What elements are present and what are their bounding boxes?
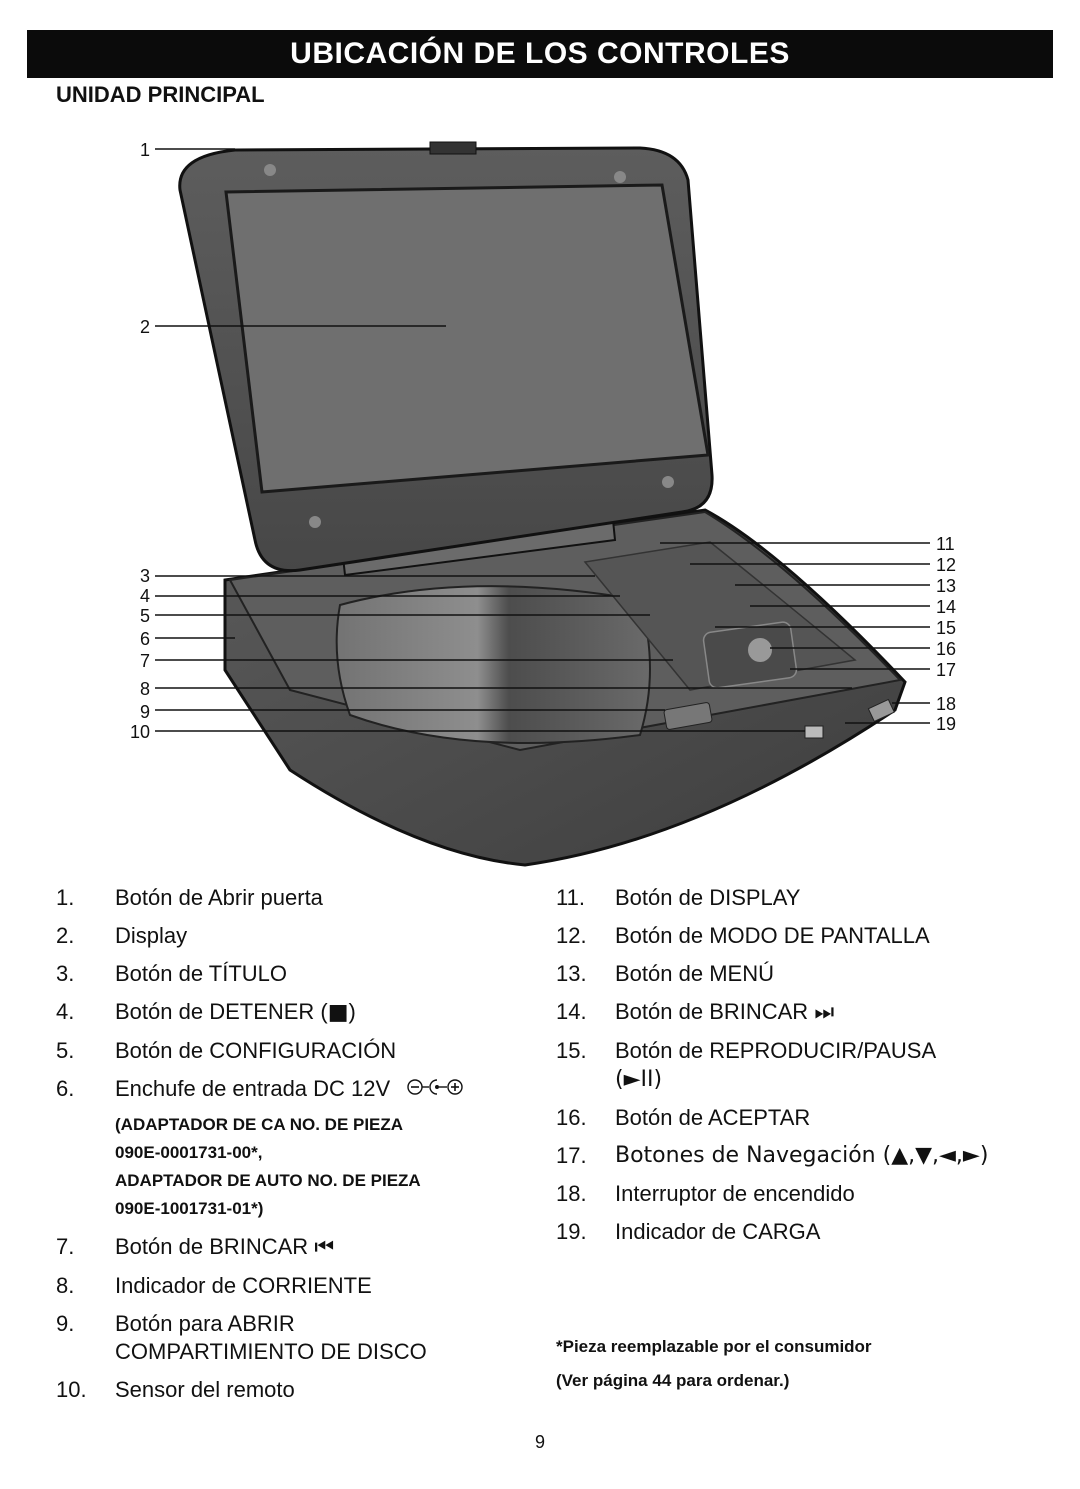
callout-14: 14 [936, 597, 956, 617]
list-item: 2.Display [56, 923, 188, 948]
list-item: 6. Enchufe de entrada DC 12V [56, 1075, 526, 1103]
stop-icon: ■ [327, 1000, 349, 1025]
controls-list-left: 1.Botón de Abrir puerta 2.Display 3.Botó… [56, 884, 526, 1414]
skip-back-icon: ⏮ [314, 1235, 335, 1260]
callout-10: 10 [130, 722, 150, 742]
callout-4: 4 [140, 586, 150, 606]
callout-11: 11 [936, 534, 955, 554]
callout-2: 2 [140, 317, 150, 337]
list-item: 8.Indicador de CORRIENTE [56, 1273, 372, 1298]
list-item: 18.Interruptor de encendido [556, 1181, 855, 1206]
list-item: 17.Botones de Navegación (▲,▼,◄,►) [556, 1142, 1036, 1170]
callout-15: 15 [936, 618, 956, 638]
door-latch [429, 141, 477, 155]
controls-list-right: 11.Botón de DISPLAY 12.Botón de MODO DE … [556, 884, 1036, 1256]
list-item: 15. Botón de REPRODUCIR/PAUSA(►II) [556, 1038, 937, 1092]
list-item: 4. Botón de DETENER (■) [56, 999, 356, 1025]
callout-lines-right [660, 542, 930, 724]
callout-8: 8 [140, 679, 150, 699]
callout-lines-left [155, 148, 852, 732]
list-item: 12.Botón de MODO DE PANTALLA [556, 923, 930, 948]
page-title-banner: UBICACIÓN DE LOS CONTROLES [27, 30, 1053, 78]
list-item: 16.Botón de ACEPTAR [556, 1105, 811, 1130]
callout-5: 5 [140, 606, 150, 626]
replacement-footnote: *Pieza reemplazable por el consumidor (V… [556, 1337, 872, 1390]
list-item: 1.Botón de Abrir puerta [56, 885, 323, 910]
dvd-player-diagram: 1 2 3 4 5 6 7 8 9 10 11 12 13 14 15 16 1… [130, 140, 956, 867]
section-subtitle: UNIDAD PRINCIPAL [56, 82, 265, 107]
list-item: 10.Sensor del remoto [56, 1377, 295, 1402]
callout-7: 7 [140, 651, 150, 671]
callout-6: 6 [140, 629, 150, 649]
disc-compartment [335, 585, 651, 744]
callout-9: 9 [140, 702, 150, 722]
power-switch [867, 698, 895, 723]
open-disc-button [663, 702, 713, 730]
list-item: 7. Botón de BRINCAR ⏮ [56, 1234, 335, 1260]
callout-13: 13 [936, 576, 956, 596]
callout-12: 12 [936, 555, 956, 575]
enter-button [748, 638, 772, 662]
play-pause-icon: (►II) [615, 1067, 663, 1092]
callout-1: 1 [140, 140, 150, 160]
callout-17: 17 [936, 660, 956, 680]
list-item: 19.Indicador de CARGA [556, 1219, 821, 1244]
list-item: 5.Botón de CONFIGURACIÓN [56, 1038, 397, 1063]
list-item: 3.Botón de TÍTULO [56, 961, 288, 986]
callout-3: 3 [140, 566, 150, 586]
list-item: 13.Botón de MENÚ [556, 961, 774, 986]
callout-18: 18 [936, 694, 956, 714]
screen-display [224, 183, 710, 494]
page-number: 9 [534, 1432, 545, 1452]
callout-19: 19 [936, 714, 956, 734]
list-item: 14. Botón de BRINCAR ⏭ [556, 999, 835, 1025]
remote-sensor [804, 725, 824, 739]
navigation-arrows-label: Botones de Navegación (▲,▼,◄,►) [615, 1143, 989, 1168]
list-item: 11.Botón de DISPLAY [556, 885, 801, 910]
adapter-note: (ADAPTADOR DE CA NO. DE PIEZA 090E-00017… [115, 1115, 421, 1218]
dc-polarity-icon [407, 1079, 464, 1095]
callout-16: 16 [936, 639, 956, 659]
skip-forward-icon: ⏭ [814, 1000, 835, 1025]
